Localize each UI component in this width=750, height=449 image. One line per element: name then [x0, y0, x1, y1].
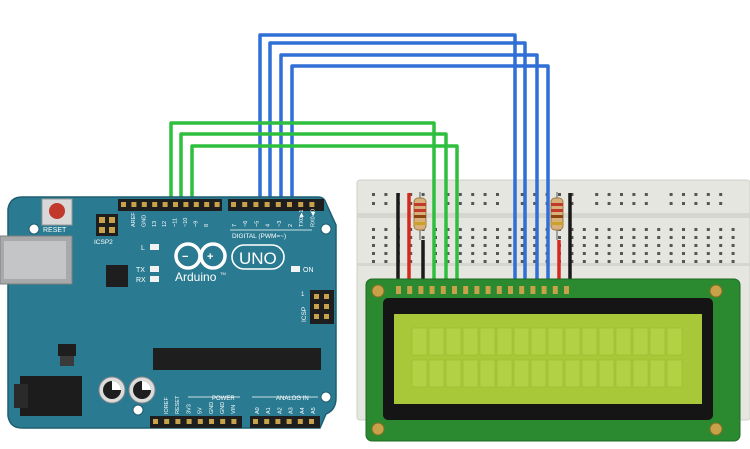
- digital-label: DIGITAL (PWM=~): [232, 233, 286, 240]
- led-on-label: ON: [303, 267, 314, 274]
- icsp2-label: ICSP2: [94, 239, 113, 246]
- mounting-hole: [132, 404, 144, 416]
- led-l-label: L: [141, 245, 145, 252]
- led-l: L: [141, 244, 159, 252]
- led-tx-label: TX: [136, 267, 145, 274]
- digital-header-left: [118, 199, 222, 211]
- svg-text:−: −: [182, 251, 188, 263]
- lcd-mount-hole: [709, 422, 723, 436]
- power-jack: [14, 376, 82, 416]
- digital-pin-label: 7: [232, 224, 238, 227]
- analog-pin-label: A3: [289, 407, 295, 414]
- power-pin-label: 5V: [198, 407, 204, 414]
- power-label: POWER: [212, 396, 235, 402]
- digital-pin-label: TX0▶1: [299, 210, 305, 227]
- analog-pin-labels: A0 A1 A2 A3 A4 A5: [255, 407, 317, 414]
- digital-header-right: [228, 199, 324, 211]
- digital-pin-label: ~5: [254, 221, 260, 227]
- digital-pin-label: GND: [141, 215, 147, 227]
- digital-pin-label: 2: [288, 224, 294, 227]
- power-header: [150, 416, 242, 428]
- digital-pin-label: ~9: [193, 221, 199, 227]
- led-rx-label: RX: [136, 277, 146, 284]
- wires-green: [169, 121, 459, 292]
- logo-text: Arduino: [175, 270, 217, 284]
- digital-pin-label: ~3: [277, 221, 283, 227]
- lcd-screen: [394, 314, 702, 404]
- analog-header: [250, 416, 320, 428]
- arduino-logo: − + Arduino TM: [174, 242, 227, 284]
- lcd-mount-hole: [371, 284, 385, 298]
- led-tx: TX: [136, 266, 159, 274]
- logo-tm: TM: [220, 271, 226, 276]
- power-pin-label: RESET: [175, 395, 181, 414]
- digital-pin-label: AREF: [131, 212, 137, 227]
- digital-pin-labels: AREF GND 13 12 ~11 ~10 ~9 8 7 ~6 ~5 4 ~3 2 TX0▶1 RX0◀0: [131, 209, 316, 227]
- power-pin-label: VIN: [231, 405, 237, 414]
- digital-pin-label: 8: [204, 224, 210, 227]
- power-pin-label: GND: [220, 402, 226, 414]
- mounting-hole: [320, 223, 332, 235]
- analog-pin-label: A0: [255, 407, 261, 414]
- digital-pin-label: 12: [162, 221, 168, 227]
- icsp-header: [310, 290, 334, 324]
- lcd-module: [365, 278, 741, 442]
- lcd-header-pins: [396, 286, 569, 294]
- digital-pin-label: ~11: [173, 218, 179, 227]
- resistor-left: [413, 192, 427, 240]
- icsp2-header: [96, 214, 118, 236]
- analog-label: ANALOG IN: [276, 396, 309, 402]
- mounting-hole: [320, 391, 332, 403]
- reset-button: [41, 198, 73, 226]
- digital-pin-label: 4: [266, 224, 272, 227]
- uno-badge: UNO: [231, 244, 285, 270]
- capacitor-2: [128, 376, 156, 404]
- analog-pin-label: A5: [311, 407, 317, 414]
- digital-pin-label: ~10: [183, 218, 189, 227]
- analog-pin-label: A2: [277, 407, 283, 414]
- lcd-mount-hole: [709, 284, 723, 298]
- power-pin-label: GND: [209, 402, 215, 414]
- icsp-num: 1: [301, 292, 305, 298]
- voltage-regulator: [58, 344, 76, 366]
- analog-pin-label: A1: [266, 407, 272, 414]
- svg-text:+: +: [207, 251, 213, 263]
- usb-connector: [0, 235, 73, 285]
- mounting-hole: [28, 223, 40, 235]
- resistor-right: [550, 192, 564, 240]
- led-rx: RX: [136, 276, 159, 284]
- lcd-mount-hole: [371, 422, 385, 436]
- lcd-character-cells: [411, 327, 683, 388]
- digital-pin-label: RX0◀0: [310, 209, 316, 227]
- usb-chip: [106, 265, 128, 287]
- analog-pin-label: A4: [300, 407, 306, 414]
- model-text: UNO: [239, 249, 277, 268]
- led-on: ON: [291, 266, 314, 274]
- reset-label: RESET: [43, 227, 67, 234]
- atmega328-chip: [153, 348, 321, 370]
- capacitor-1: [98, 376, 126, 404]
- digital-pin-label: ~6: [243, 221, 249, 227]
- power-pin-labels: IOREF RESET 3V3 5V GND GND VIN: [164, 395, 237, 414]
- power-pin-label: 3V3: [186, 404, 192, 414]
- power-pin-label: IOREF: [164, 397, 170, 414]
- icsp-label: ICSP: [301, 307, 308, 322]
- digital-pin-label: 13: [152, 221, 158, 227]
